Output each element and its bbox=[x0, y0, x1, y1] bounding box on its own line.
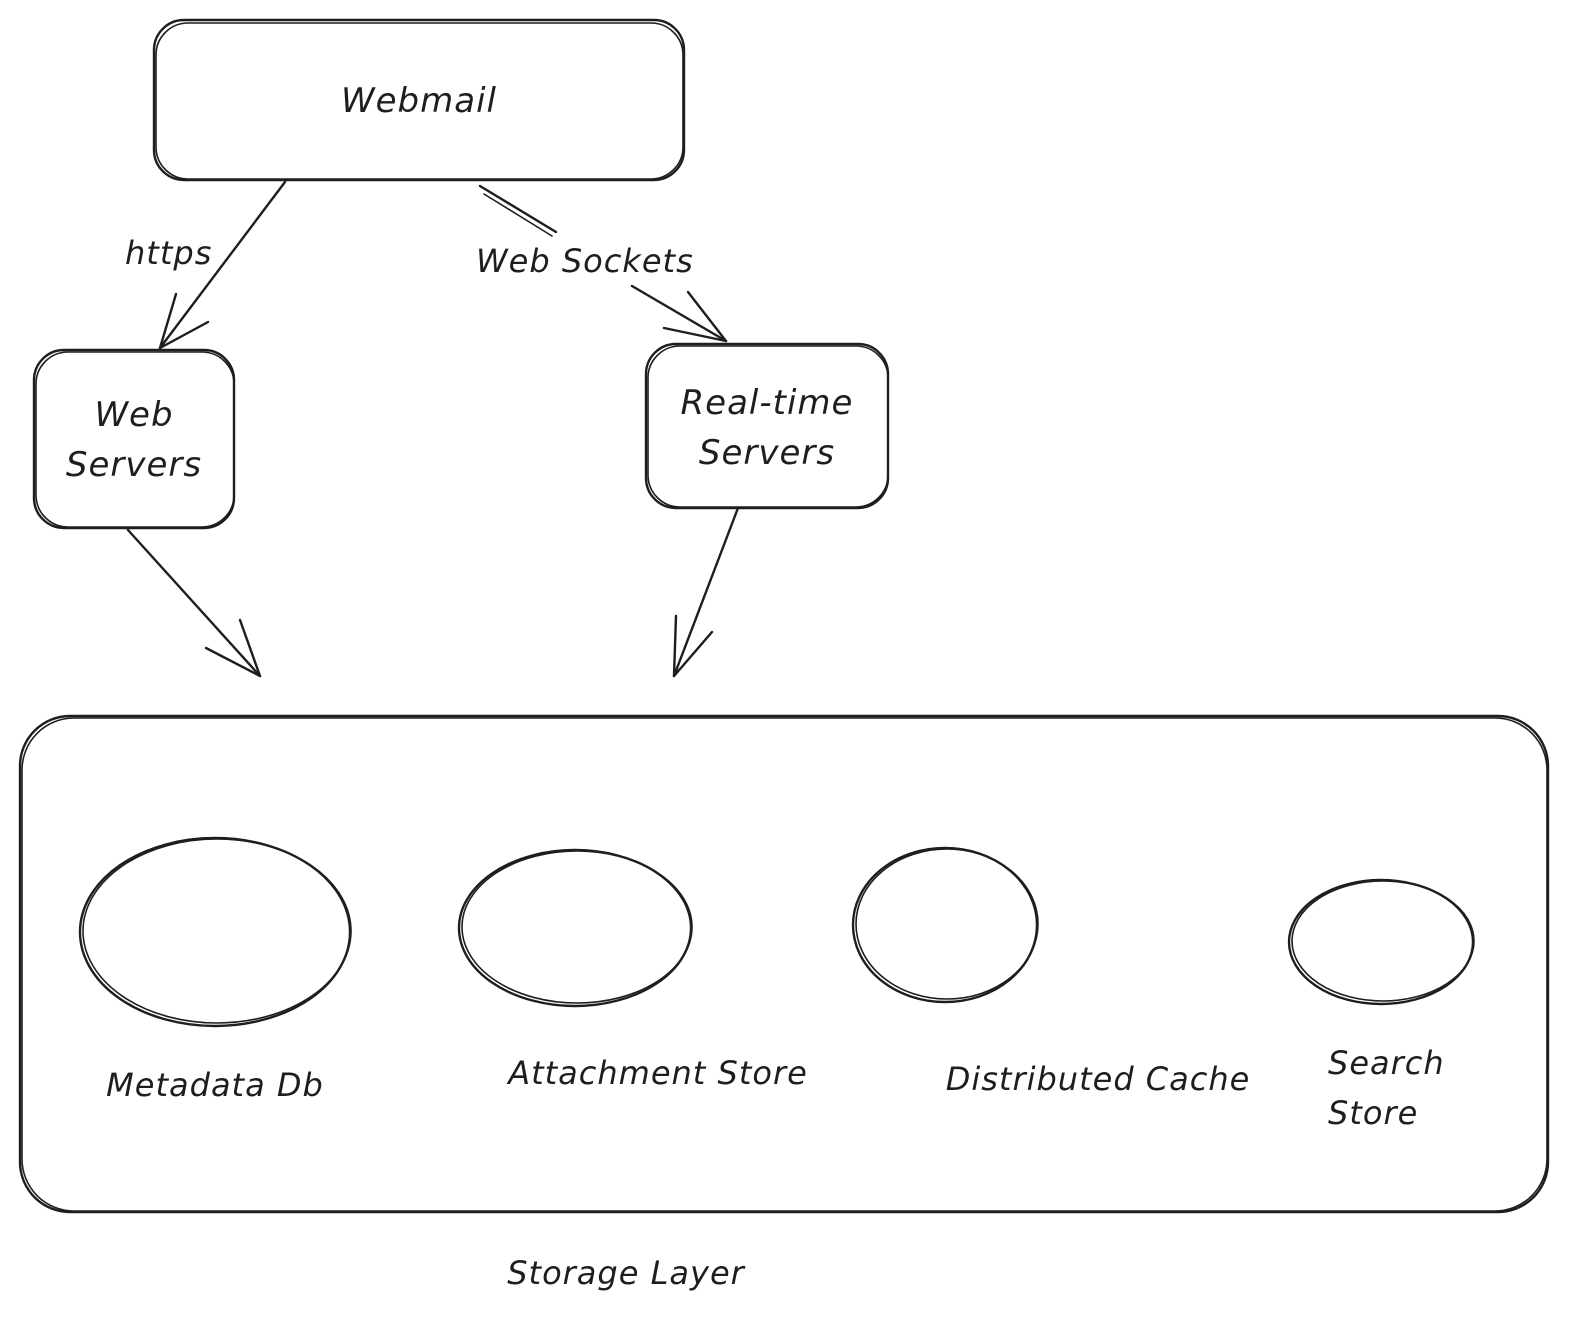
storage-layer-label: Storage Layer bbox=[507, 1254, 745, 1292]
search-store-node[interactable]: Search Store bbox=[1287, 878, 1475, 1132]
attachment-store-label: Attachment Store bbox=[506, 1054, 808, 1092]
web-servers-label-line1: Web bbox=[94, 395, 173, 435]
realtime-to-storage-arrow bbox=[672, 506, 740, 678]
web-servers-to-storage-arrow bbox=[126, 528, 262, 678]
attachment-store-node[interactable]: Attachment Store bbox=[457, 848, 808, 1092]
web-servers-node[interactable]: Web Servers bbox=[32, 348, 236, 530]
storage-layer-container[interactable] bbox=[18, 714, 1550, 1214]
realtime-servers-label-line2: Servers bbox=[699, 433, 835, 473]
webmail-label: Webmail bbox=[341, 81, 497, 121]
realtime-servers-label-line1: Real-time bbox=[681, 383, 854, 423]
webmail-node[interactable]: Webmail bbox=[152, 18, 686, 182]
search-store-label-line2: Store bbox=[1328, 1094, 1418, 1132]
https-arrow: https bbox=[125, 180, 287, 350]
search-store-label-line1: Search bbox=[1328, 1044, 1445, 1082]
web-sockets-arrow: Web Sockets bbox=[476, 184, 728, 343]
distributed-cache-node[interactable]: Distributed Cache bbox=[851, 846, 1251, 1098]
distributed-cache-label: Distributed Cache bbox=[946, 1060, 1251, 1098]
web-sockets-label: Web Sockets bbox=[476, 242, 694, 280]
realtime-servers-node[interactable]: Real-time Servers bbox=[644, 342, 890, 510]
metadata-db-label: Metadata Db bbox=[106, 1066, 324, 1104]
https-label: https bbox=[125, 234, 212, 272]
web-servers-label-line2: Servers bbox=[66, 445, 202, 485]
metadata-db-node[interactable]: Metadata Db bbox=[78, 836, 352, 1104]
